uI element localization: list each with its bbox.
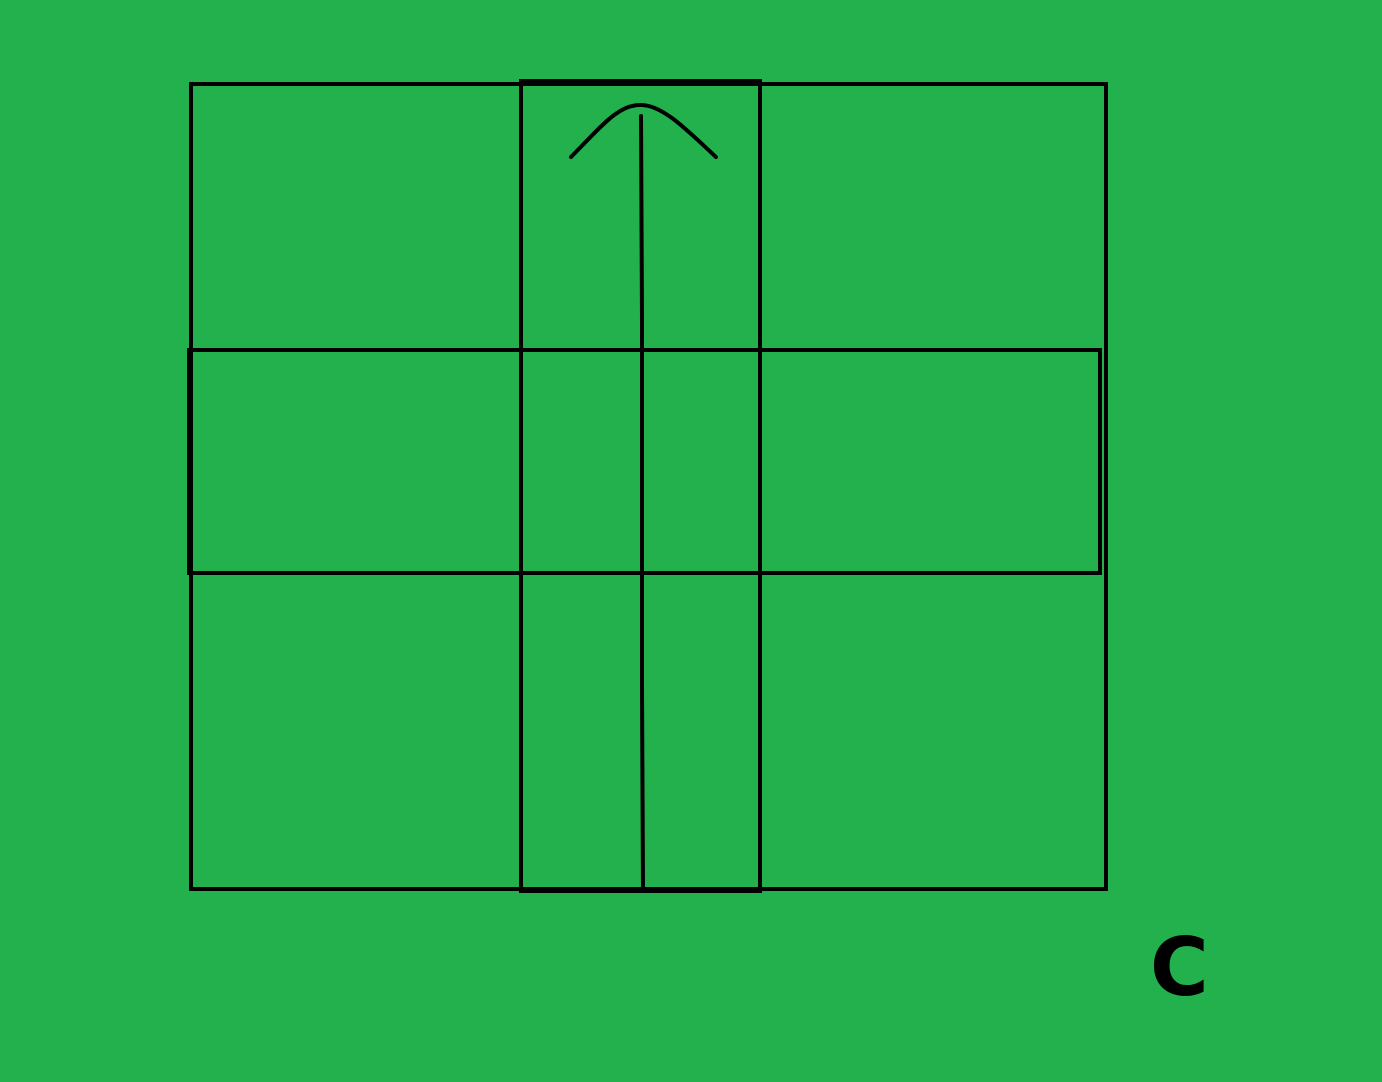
arrow-head — [569, 102, 718, 159]
up-arrow — [569, 102, 718, 890]
diagram-label: C — [1150, 921, 1209, 1014]
outer-rectangle — [189, 82, 1108, 891]
vertical-band — [519, 79, 762, 893]
arrow-shaft — [639, 114, 645, 890]
horizontal-band — [187, 348, 1102, 575]
